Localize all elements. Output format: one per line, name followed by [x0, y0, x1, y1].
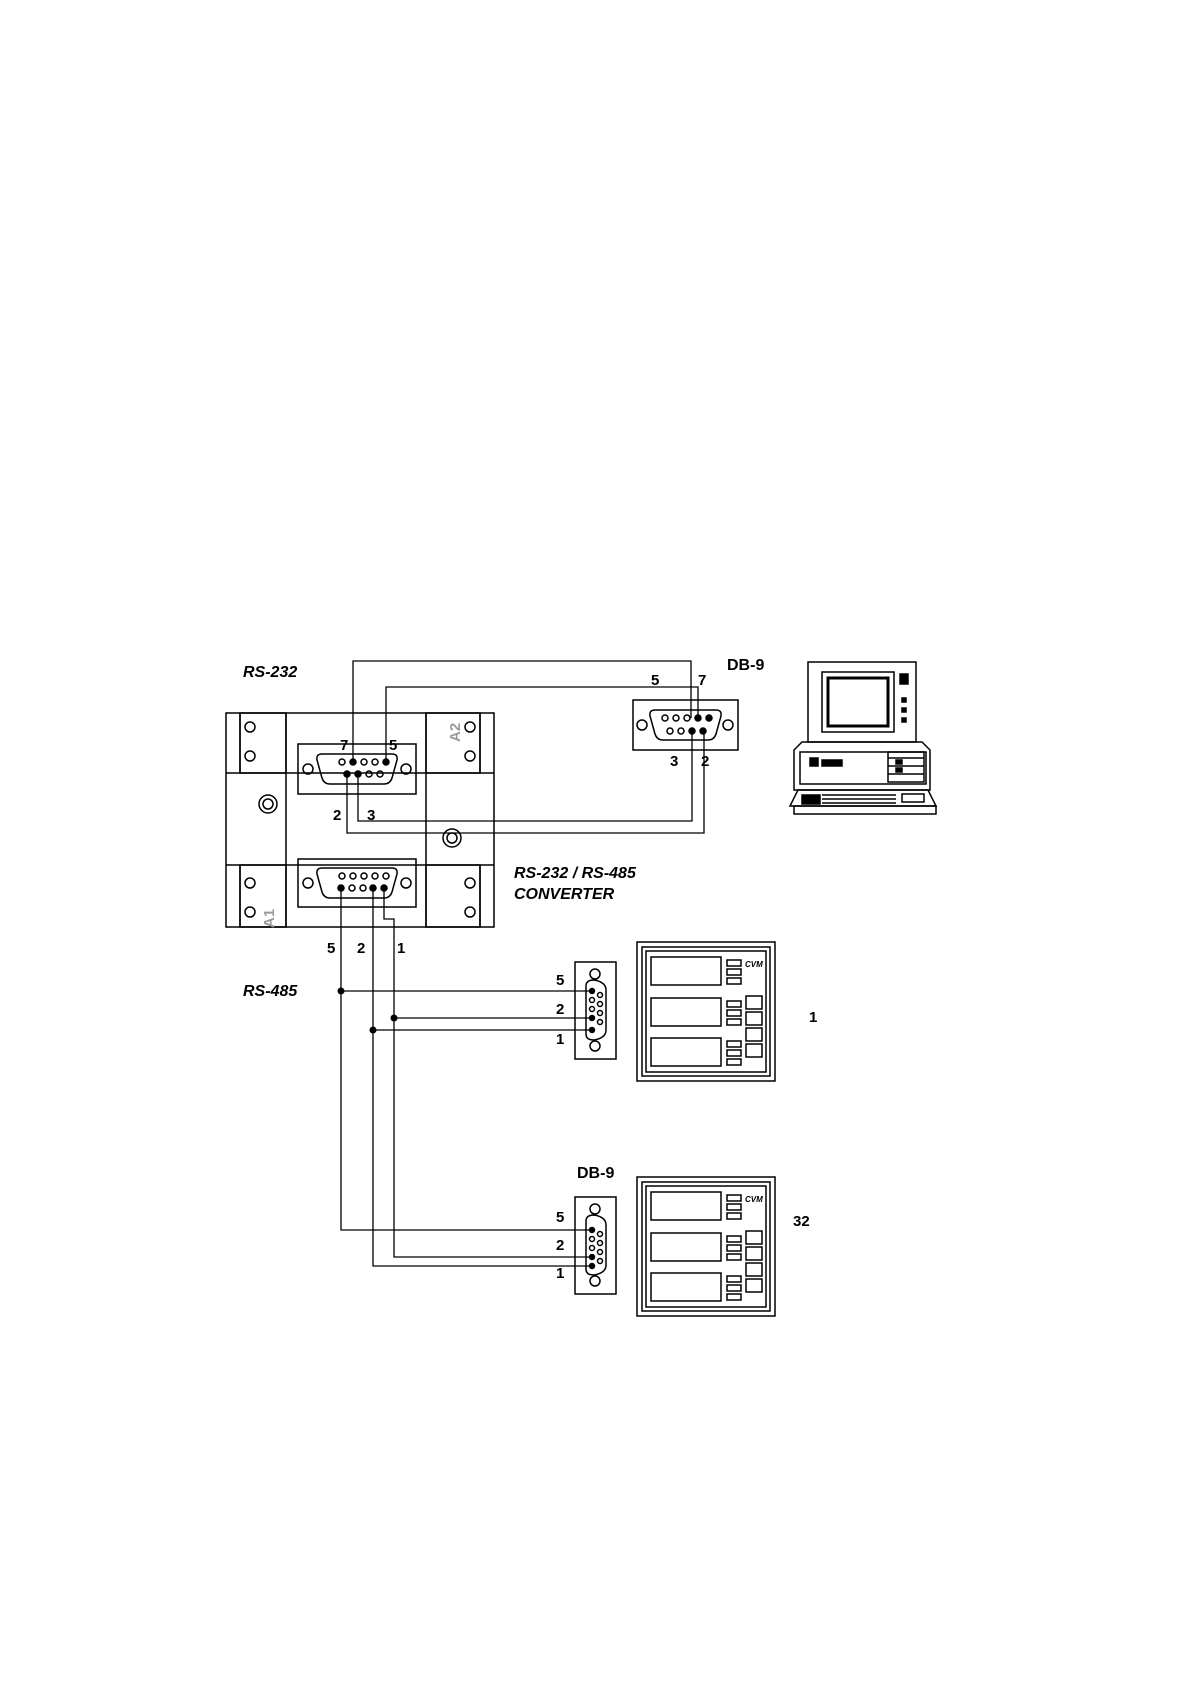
pin-label: 7	[340, 737, 348, 754]
converter-unit	[226, 713, 494, 927]
device-32-brand: CVM	[745, 1195, 763, 1204]
label-rs232: RS-232	[243, 664, 297, 681]
pin-label: 5	[389, 737, 397, 754]
pin-label: 2	[701, 753, 709, 770]
pin-label: 2	[556, 1001, 564, 1018]
pin-label: 1	[397, 940, 405, 957]
device-1-db9	[575, 962, 616, 1059]
device-1-brand: CVM	[745, 960, 763, 969]
computer	[790, 662, 936, 814]
pin-label: 5	[556, 972, 564, 989]
device-number-last: 32	[793, 1213, 810, 1230]
label-db9-bottom: DB-9	[577, 1165, 614, 1182]
label-rs485: RS-485	[243, 983, 298, 1000]
label-converter-line1: RS-232 / RS-485	[514, 865, 637, 882]
pin-label: 1	[556, 1265, 564, 1282]
rs485-wiring	[341, 888, 592, 1266]
pin-label: 5	[556, 1209, 564, 1226]
label-a2: A2	[447, 723, 464, 742]
pin-label: 2	[556, 1237, 564, 1254]
converter-rs232-port	[298, 744, 416, 794]
label-db9-top: DB-9	[727, 657, 764, 674]
pin-label: 1	[556, 1031, 564, 1048]
pin-label: 3	[367, 807, 375, 824]
pin-label: 5	[327, 940, 335, 957]
pin-label: 7	[698, 672, 706, 689]
pin-label: 2	[333, 807, 341, 824]
device-32-db9	[575, 1197, 616, 1294]
pin-label: 3	[670, 753, 678, 770]
pin-label: 2	[357, 940, 365, 957]
label-converter-line2: CONVERTER	[514, 886, 615, 903]
label-a1: A1	[261, 909, 278, 928]
pin-label: 5	[651, 672, 659, 689]
converter-rs485-port	[298, 859, 416, 907]
pc-db9-connector	[633, 700, 738, 750]
device-number-first: 1	[809, 1009, 817, 1026]
